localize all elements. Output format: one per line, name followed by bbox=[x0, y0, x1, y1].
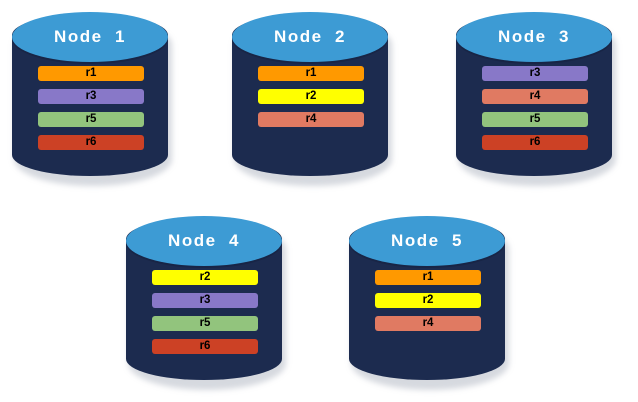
replica-bar[interactable]: r3 bbox=[152, 293, 258, 308]
replica-bar[interactable]: r5 bbox=[482, 112, 588, 127]
replica-bar[interactable]: r1 bbox=[258, 66, 364, 81]
replica-list: r2 r3 r5 r6 bbox=[152, 270, 258, 354]
replica-bar[interactable]: r2 bbox=[152, 270, 258, 285]
cylinder-top-ellipse bbox=[349, 216, 505, 266]
cylinder-top-ellipse bbox=[232, 12, 388, 62]
replica-bar[interactable]: r6 bbox=[152, 339, 258, 354]
node-title-label: Node 1 bbox=[54, 27, 126, 46]
replica-bar[interactable]: r3 bbox=[482, 66, 588, 81]
database-node-cylinder[interactable]: Node 1 r1 r3 r5 r6 bbox=[8, 8, 176, 186]
replica-bar[interactable]: r6 bbox=[38, 135, 144, 150]
cylinder-top-ellipse bbox=[456, 12, 612, 62]
replica-bar[interactable]: r4 bbox=[258, 112, 364, 127]
cylinder-top-ellipse bbox=[126, 216, 282, 266]
node-title-label: Node 3 bbox=[498, 27, 570, 46]
database-node-cylinder[interactable]: Node 5 r1 r2 r4 bbox=[345, 212, 513, 390]
replica-bar[interactable]: r1 bbox=[375, 270, 481, 285]
replica-bar[interactable]: r1 bbox=[38, 66, 144, 81]
replica-bar[interactable]: r2 bbox=[375, 293, 481, 308]
replica-list: r1 r3 r5 r6 bbox=[38, 66, 144, 150]
replica-bar[interactable]: r5 bbox=[38, 112, 144, 127]
replica-list: r1 r2 r4 bbox=[258, 66, 364, 127]
replica-bar[interactable]: r4 bbox=[375, 316, 481, 331]
replica-list: r3 r4 r5 r6 bbox=[482, 66, 588, 150]
replica-bar[interactable]: r4 bbox=[482, 89, 588, 104]
database-node-cylinder[interactable]: Node 3 r3 r4 r5 r6 bbox=[452, 8, 620, 186]
replica-bar[interactable]: r6 bbox=[482, 135, 588, 150]
replica-bar[interactable]: r3 bbox=[38, 89, 144, 104]
database-node-cylinder[interactable]: Node 4 r2 r3 r5 r6 bbox=[122, 212, 290, 390]
replica-bar[interactable]: r5 bbox=[152, 316, 258, 331]
cylinder-top-ellipse bbox=[12, 12, 168, 62]
node-title-label: Node 4 bbox=[168, 231, 240, 250]
node-title-label: Node 5 bbox=[391, 231, 463, 250]
node-title-label: Node 2 bbox=[274, 27, 346, 46]
database-node-cylinder[interactable]: Node 2 r1 r2 r4 bbox=[228, 8, 396, 186]
replica-bar[interactable]: r2 bbox=[258, 89, 364, 104]
replica-list: r1 r2 r4 bbox=[375, 270, 481, 331]
